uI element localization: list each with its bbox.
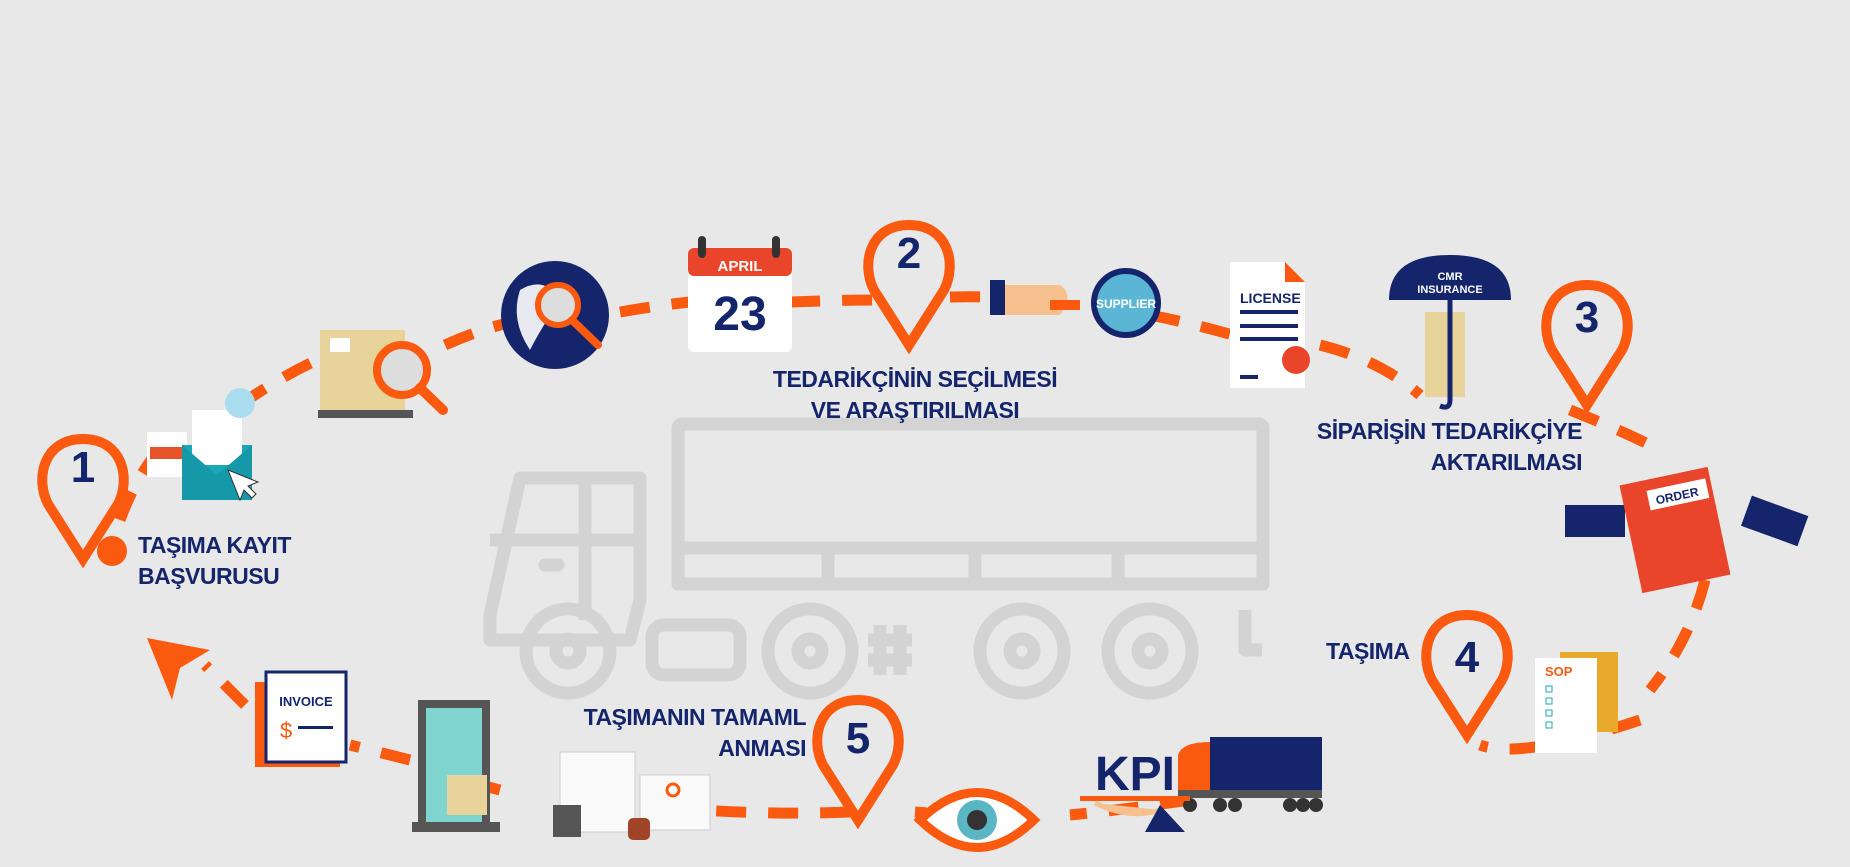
svg-text:INSURANCE: INSURANCE [1417, 284, 1482, 296]
package-search-icon [318, 330, 448, 418]
pin-3-icon: 3 [1541, 279, 1633, 415]
process-path-end [201, 661, 249, 709]
svg-text:SUPPLIER: SUPPLIER [1096, 297, 1156, 311]
step-5-title-line1: TAŞIMANIN TAMAML [583, 704, 807, 730]
invoice-icon: INVOICE $ [255, 670, 348, 767]
svg-text:23: 23 [713, 288, 766, 341]
step-2-label: TEDARİKÇİNİN SEÇİLMESİ VE ARAŞTIRILMASI [760, 364, 1070, 426]
svg-text:LICENSE: LICENSE [1240, 290, 1301, 306]
door-delivery-icon [412, 700, 500, 832]
svg-text:CMR: CMR [1437, 271, 1462, 283]
email-icon [147, 388, 260, 502]
pin-2-icon: 2 [863, 219, 955, 355]
step-3-title-line1: SİPARİŞİN TEDARİKÇİYE [1316, 418, 1583, 444]
arrow-head-icon [147, 638, 210, 700]
svg-text:3: 3 [1575, 293, 1599, 342]
step-1-title-line1: TAŞIMA KAYIT [138, 532, 291, 558]
step-3-title-line2: AKTARILMASI [1430, 449, 1583, 475]
svg-text:$: $ [280, 718, 292, 743]
truck-icon [1178, 737, 1323, 812]
svg-text:KPI: KPI [1095, 748, 1175, 801]
step-5-title-line2: ANMASI [718, 735, 806, 761]
license-document-icon: LICENSE [1230, 262, 1310, 388]
svg-text:4: 4 [1455, 633, 1480, 682]
pin-5-icon: 5 [812, 694, 904, 830]
step-2-title-line1: TEDARİKÇİNİN SEÇİLMESİ [772, 366, 1058, 392]
order-folder-icon: ORDER [1565, 466, 1809, 594]
paper-stack-icon [553, 751, 711, 840]
step-5-label: TAŞIMANIN TAMAML ANMASI [540, 702, 807, 764]
step-3-label: SİPARİŞİN TEDARİKÇİYE AKTARILMASI [1250, 416, 1583, 478]
step-2-title-line2: VE ARAŞTIRILMASI [810, 397, 1020, 423]
svg-text:1: 1 [71, 443, 95, 492]
globe-search-icon [501, 261, 609, 369]
step-1-label: TAŞIMA KAYIT BAŞVURUSU [138, 530, 291, 592]
step-1-title-line2: BAŞVURUSU [138, 563, 280, 589]
insurance-umbrella-icon: CMR INSURANCE [1389, 255, 1511, 410]
supplier-magnifier-icon: SUPPLIER [990, 268, 1161, 338]
svg-text:2: 2 [897, 229, 921, 278]
step-4-title-line1: TAŞIMA [1326, 638, 1410, 664]
eye-icon [913, 788, 1041, 852]
sop-document-icon: SOP [1535, 652, 1618, 753]
svg-text:5: 5 [846, 714, 870, 763]
step-4-label: TAŞIMA [1326, 636, 1410, 667]
calendar-icon: APRIL 23 [688, 236, 792, 352]
svg-text:SOP: SOP [1545, 664, 1573, 679]
start-dot-icon [97, 536, 127, 566]
kpi-tray-icon: KPI [1080, 748, 1190, 832]
pin-4-icon: 4 [1421, 609, 1513, 745]
pin-1-icon: 1 [37, 433, 129, 569]
svg-text:INVOICE: INVOICE [279, 694, 333, 709]
svg-text:APRIL: APRIL [718, 258, 763, 275]
truck-watermark [483, 417, 1270, 700]
